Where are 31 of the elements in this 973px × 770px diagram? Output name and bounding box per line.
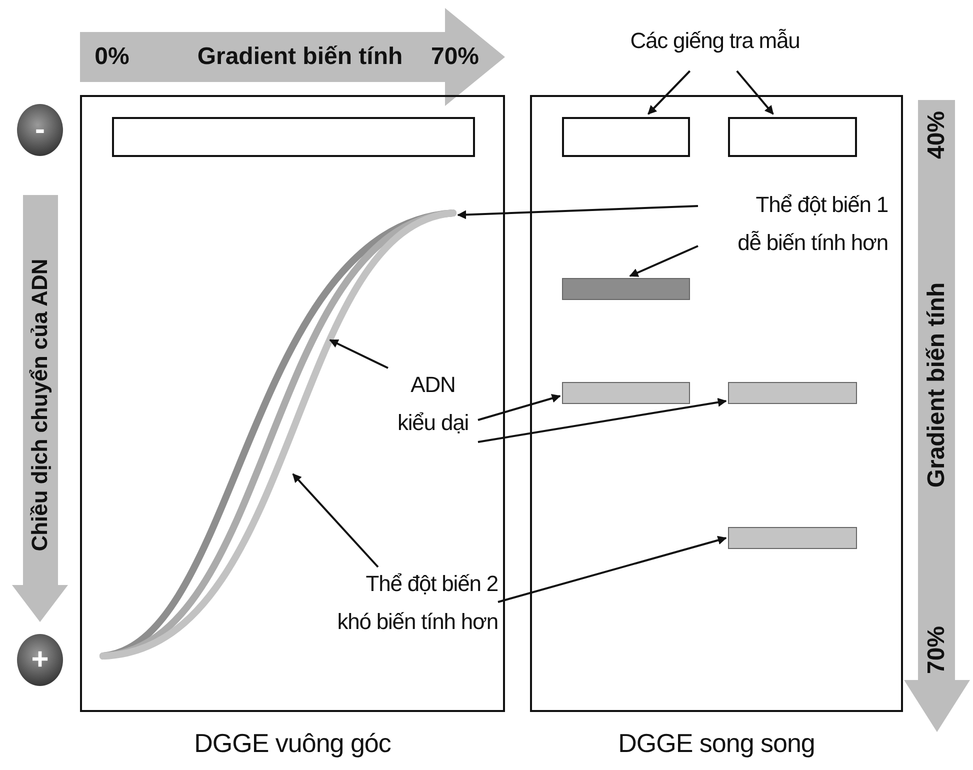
sample-well	[562, 117, 690, 157]
arrow	[629, 245, 698, 277]
gradient-start: 0%	[94, 43, 130, 71]
electrode-sign: +	[17, 634, 63, 686]
dna-band	[562, 382, 690, 404]
gradient-end: 70%	[923, 626, 951, 674]
dna-band	[728, 382, 857, 404]
gradient-end: 70%	[430, 43, 480, 71]
gradient-label: Gradient biến tính	[923, 282, 951, 488]
gel-caption: DGGE vuông góc	[193, 728, 392, 759]
arrow	[292, 473, 379, 568]
sample-well	[112, 117, 475, 157]
arrow	[478, 398, 727, 443]
arrow	[329, 339, 388, 369]
arrow	[457, 205, 698, 220]
gel-caption: DGGE song song	[617, 728, 816, 759]
annotation-text: Thể đột biến 1 dễ biến tính hơn	[698, 186, 888, 266]
gradient-label: Gradient biến tính	[197, 43, 403, 71]
gradient-start: 40%	[923, 110, 951, 160]
dna-band	[562, 278, 690, 300]
sample-well	[728, 117, 857, 157]
migration-label: Chiều dịch chuyển của ADN	[27, 258, 53, 552]
annotation-text: Thể đột biến 2 khó biến tính hơn	[318, 565, 498, 645]
arrow	[478, 394, 561, 421]
annotation-text: ADN kiểu dại	[388, 366, 478, 446]
annotation-text: Các giếng tra mẫu	[585, 22, 845, 68]
electrode-sign: -	[17, 104, 63, 156]
dna-band	[728, 527, 857, 549]
arrow	[648, 70, 691, 115]
arrow	[498, 536, 727, 603]
arrow	[736, 70, 774, 115]
